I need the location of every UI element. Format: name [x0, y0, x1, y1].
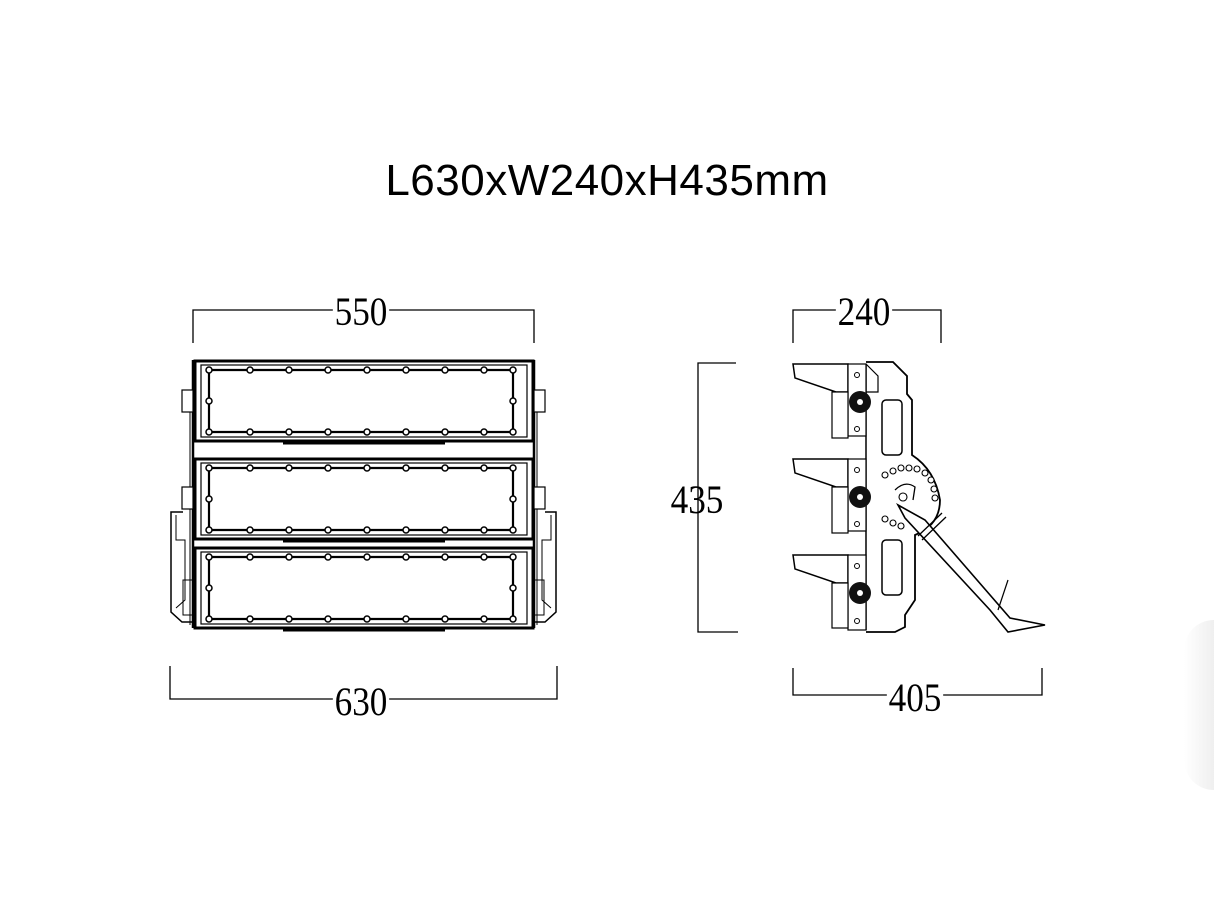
edge-shadow	[1184, 620, 1214, 790]
side-module-3	[792, 554, 871, 631]
height-dimension: 435	[670, 477, 724, 522]
side-module-1	[792, 363, 879, 439]
product-dimensions-title: L630xW240xH435mm	[385, 156, 829, 205]
front-width-outer-dimension: 630	[332, 679, 390, 724]
side-width-dimension: 240	[835, 289, 893, 334]
front-width-inner-dimension: 550	[332, 289, 390, 334]
depth-dimension: 405	[886, 675, 944, 720]
side-module-2	[792, 458, 871, 534]
side-view	[697, 309, 1046, 696]
front-view	[169, 309, 558, 700]
